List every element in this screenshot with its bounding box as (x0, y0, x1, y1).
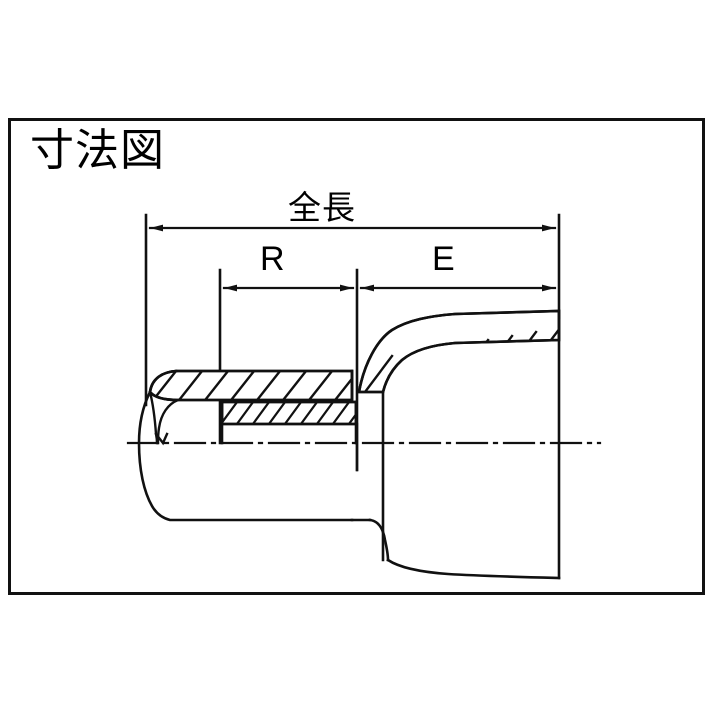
dimension-label-r: R (260, 240, 285, 278)
dimension-label-total-length: 全長 (288, 188, 356, 227)
drawing-frame (8, 118, 705, 595)
dimension-label-e: E (432, 240, 455, 278)
page-title: 寸法図 (30, 125, 165, 176)
